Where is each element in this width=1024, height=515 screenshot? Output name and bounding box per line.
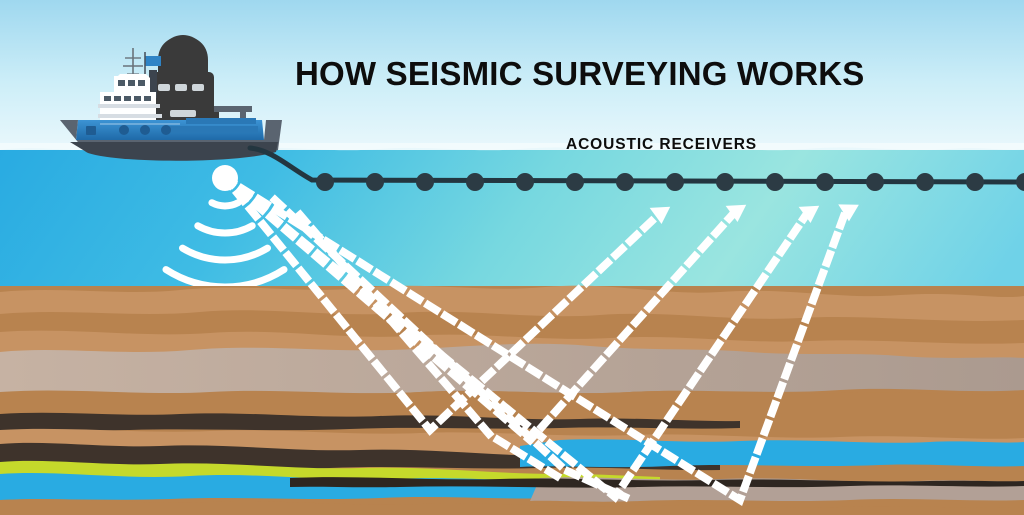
receiver-node[interactable] [466, 173, 484, 191]
receiver-node[interactable] [516, 173, 534, 191]
receiver-node[interactable] [1016, 173, 1024, 191]
receiver-node[interactable] [416, 173, 434, 191]
receiver-streamer-cable[interactable] [247, 145, 1024, 191]
deck-rail [186, 118, 256, 124]
ray-arrowhead [649, 206, 671, 225]
receiver-node[interactable] [816, 173, 834, 191]
stratum-aquifer-blue-layer [520, 439, 1024, 468]
stratum-clay-beige-lens [0, 343, 1024, 394]
wavefront-arc [208, 199, 242, 210]
wavefront-arc [179, 244, 271, 264]
ray-arrowhead [798, 205, 820, 224]
stratum-basement-bottom [0, 498, 1024, 515]
receiver-node[interactable] [966, 173, 984, 191]
page-title: HOW SEISMIC SURVEYING WORKS [295, 55, 865, 92]
ray-path-5 [269, 194, 631, 503]
ray-arrowhead [725, 204, 747, 223]
receiver-node[interactable] [366, 173, 384, 191]
stratum-thin-dark-seam [290, 477, 1024, 488]
receiver-node[interactable] [616, 173, 634, 191]
geological-strata [0, 285, 1024, 515]
ray-path-6 [294, 209, 566, 484]
reflected-ray-paths [219, 172, 851, 507]
deck-equipment [168, 126, 258, 133]
receiver-node[interactable] [316, 173, 334, 191]
acoustic-receivers-label: ACOUSTIC RECEIVERS [566, 136, 758, 153]
derrick-window-slots [158, 84, 204, 117]
receiver-node[interactable] [716, 173, 734, 191]
receiver-node[interactable] [766, 173, 784, 191]
seismic-survey-vessel [60, 35, 282, 161]
receiver-node[interactable] [916, 173, 934, 191]
bridge-windows [104, 80, 151, 101]
receiver-node[interactable] [666, 173, 684, 191]
receiver-node[interactable] [566, 173, 584, 191]
hull-accents [86, 123, 180, 135]
wavefront-arc [194, 222, 256, 237]
hull-keel-shadow [70, 142, 278, 161]
ray-path-1 [219, 172, 663, 436]
ray-arrowheads [649, 204, 859, 225]
stratum-shale-dark-1 [0, 412, 740, 431]
receiver-nodes-group[interactable] [316, 173, 1024, 191]
ray-path-4 [219, 172, 851, 507]
ray-arrowhead [838, 204, 859, 222]
receiver-node[interactable] [866, 173, 884, 191]
tow-lead-in [247, 145, 1024, 185]
stern-gantry-arch [214, 106, 252, 118]
